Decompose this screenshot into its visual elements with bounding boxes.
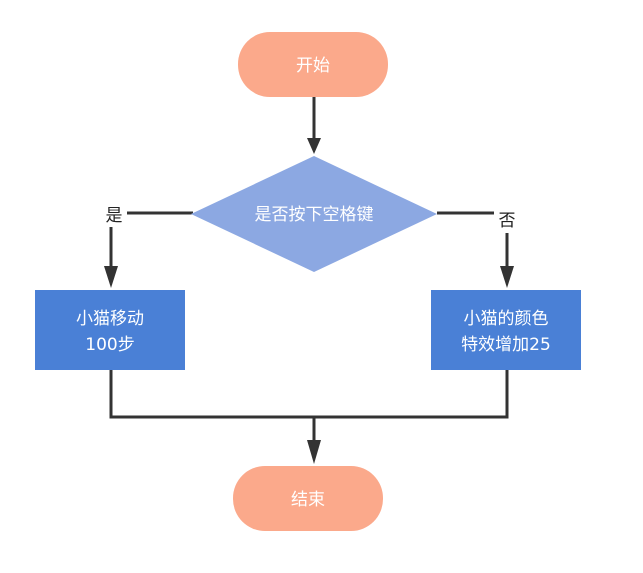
no-label-bg [494, 207, 520, 233]
arrowhead-to-decision [307, 138, 321, 154]
connector-right-process-to-merge [314, 370, 509, 419]
end-label: 结束 [291, 490, 325, 510]
yes-label-bg [101, 201, 127, 227]
yes-branch-label: 是 [106, 206, 123, 226]
left-process-shape [35, 290, 185, 370]
arrowhead-to-left-process [104, 266, 118, 288]
connector-left-process-to-merge [109, 370, 314, 419]
start-label: 开始 [296, 56, 330, 76]
arrowhead-to-right-process [500, 266, 514, 288]
right-process-line1: 小猫的颜色 [464, 309, 549, 329]
end-node: 结束 [233, 466, 383, 531]
start-node: 开始 [238, 32, 388, 97]
arrowhead-to-end [307, 440, 321, 464]
no-branch-label: 否 [499, 211, 516, 231]
right-process-shape [431, 290, 581, 370]
decision-shape [191, 156, 437, 272]
end-shape [233, 466, 383, 531]
decision-label: 是否按下空格键 [255, 205, 374, 225]
arrowheads [104, 138, 514, 464]
left-process-line1: 小猫移动 [76, 309, 144, 329]
right-process-node: 小猫的颜色 特效增加25 [431, 290, 581, 370]
decision-node: 是否按下空格键 [191, 156, 437, 272]
start-shape [238, 32, 388, 97]
left-process-line2: 100步 [85, 335, 134, 355]
right-process-line2: 特效增加25 [461, 335, 551, 355]
left-process-node: 小猫移动 100步 [35, 290, 185, 370]
